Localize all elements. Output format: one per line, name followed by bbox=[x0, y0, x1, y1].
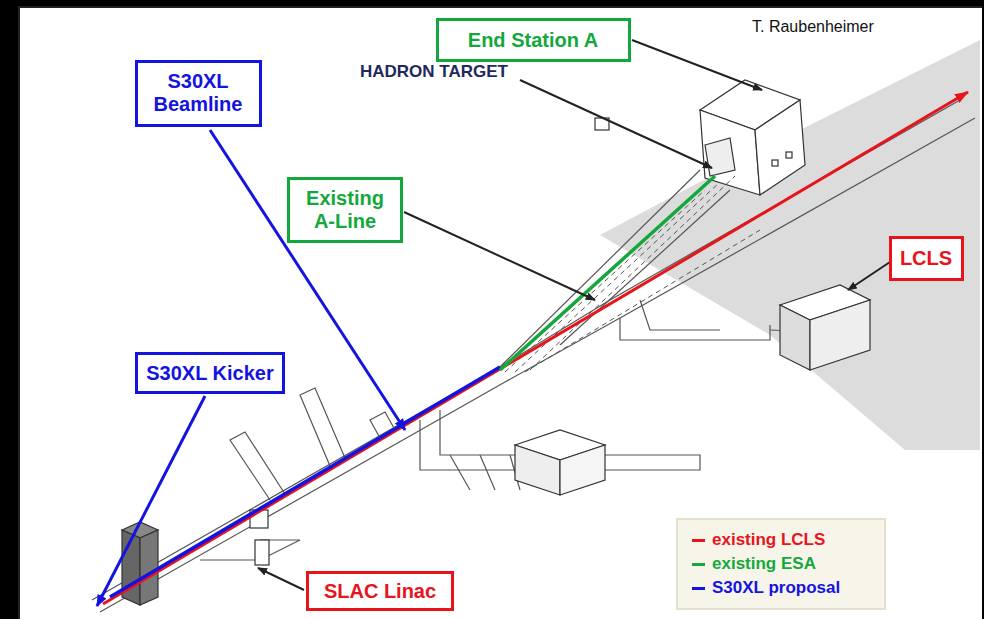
callout-text: SLAC Linac bbox=[324, 580, 436, 603]
legend-row: S30XL proposal bbox=[692, 576, 870, 600]
legend-row: existing ESA bbox=[692, 552, 870, 576]
callout-text: Existing A-Line bbox=[298, 187, 392, 233]
callout-box: Existing A-Line bbox=[287, 177, 403, 243]
legend-box: existing LCLS existing ESA S30XL proposal bbox=[676, 518, 886, 610]
s30xl-beamline bbox=[110, 367, 500, 597]
callout-box: LCLS bbox=[889, 236, 964, 281]
legend-row: existing LCLS bbox=[692, 528, 870, 552]
callout-text: LCLS bbox=[900, 247, 952, 270]
legend-text: S30XL proposal bbox=[712, 578, 840, 598]
callout-box: End Station A bbox=[436, 18, 631, 62]
shaded-area bbox=[600, 40, 980, 450]
tunnel-outline bbox=[92, 100, 975, 612]
legend-swatch bbox=[692, 539, 705, 542]
legend-swatch bbox=[692, 563, 705, 566]
callout-box: S30XL Kicker bbox=[135, 352, 285, 394]
legend-swatch bbox=[692, 587, 705, 590]
callout-text: S30XL Kicker bbox=[146, 362, 274, 385]
a-line-beamline bbox=[500, 176, 715, 370]
credit-text: T. Raubenheimer bbox=[752, 18, 874, 36]
callout-box: SLAC Linac bbox=[306, 571, 454, 611]
callout-box: S30XL Beamline bbox=[135, 60, 262, 127]
part-label: HADRON TARGET bbox=[360, 62, 508, 82]
legend-text: existing ESA bbox=[712, 554, 816, 574]
legend-text: existing LCLS bbox=[712, 530, 825, 550]
callout-text: End Station A bbox=[468, 29, 598, 52]
callout-text: S30XL Beamline bbox=[146, 70, 251, 116]
